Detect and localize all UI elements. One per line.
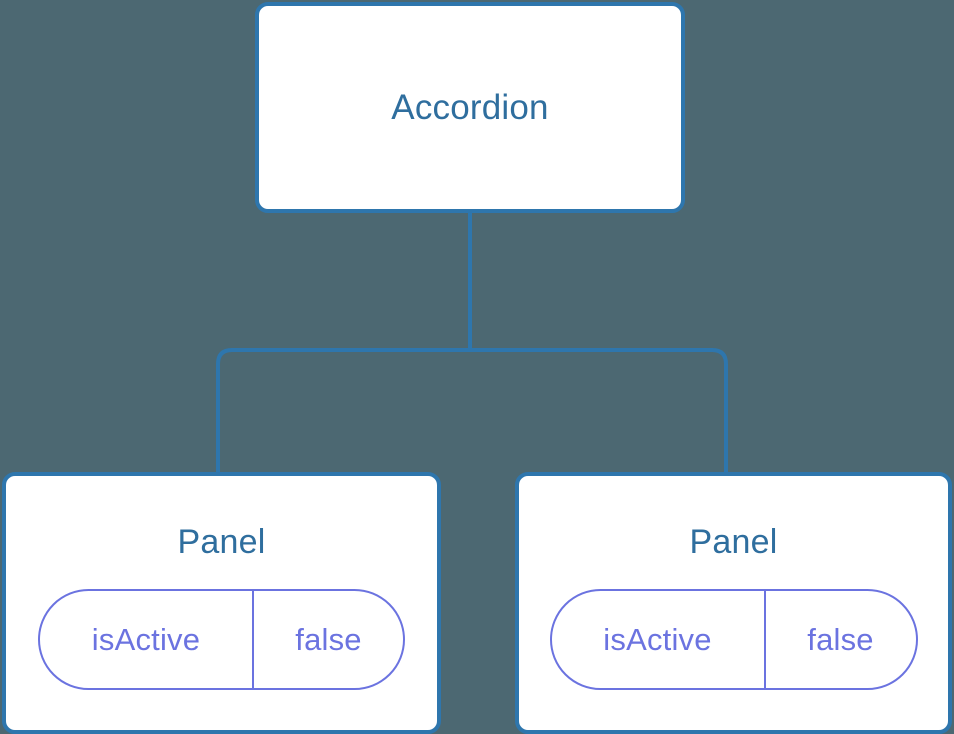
state-value-panel-2: false <box>807 621 874 657</box>
node-panel-1[interactable]: Panel isActive false <box>2 472 441 734</box>
node-panel-2-title: Panel <box>689 523 778 561</box>
node-accordion-title: Accordion <box>391 88 549 127</box>
state-pill-panel-1[interactable]: isActive false <box>38 589 405 690</box>
state-pill-panel-2[interactable]: isActive false <box>549 589 918 690</box>
node-panel-2[interactable]: Panel isActive false <box>515 472 952 734</box>
node-panel-1-title: Panel <box>177 523 266 561</box>
node-accordion[interactable]: Accordion <box>255 2 685 213</box>
connector-branch-left <box>216 348 470 474</box>
state-key-panel-1: isActive <box>40 591 254 688</box>
connector-branch-right <box>470 348 728 474</box>
state-key-panel-2: isActive <box>552 591 766 688</box>
state-value-panel-1: false <box>295 621 362 657</box>
